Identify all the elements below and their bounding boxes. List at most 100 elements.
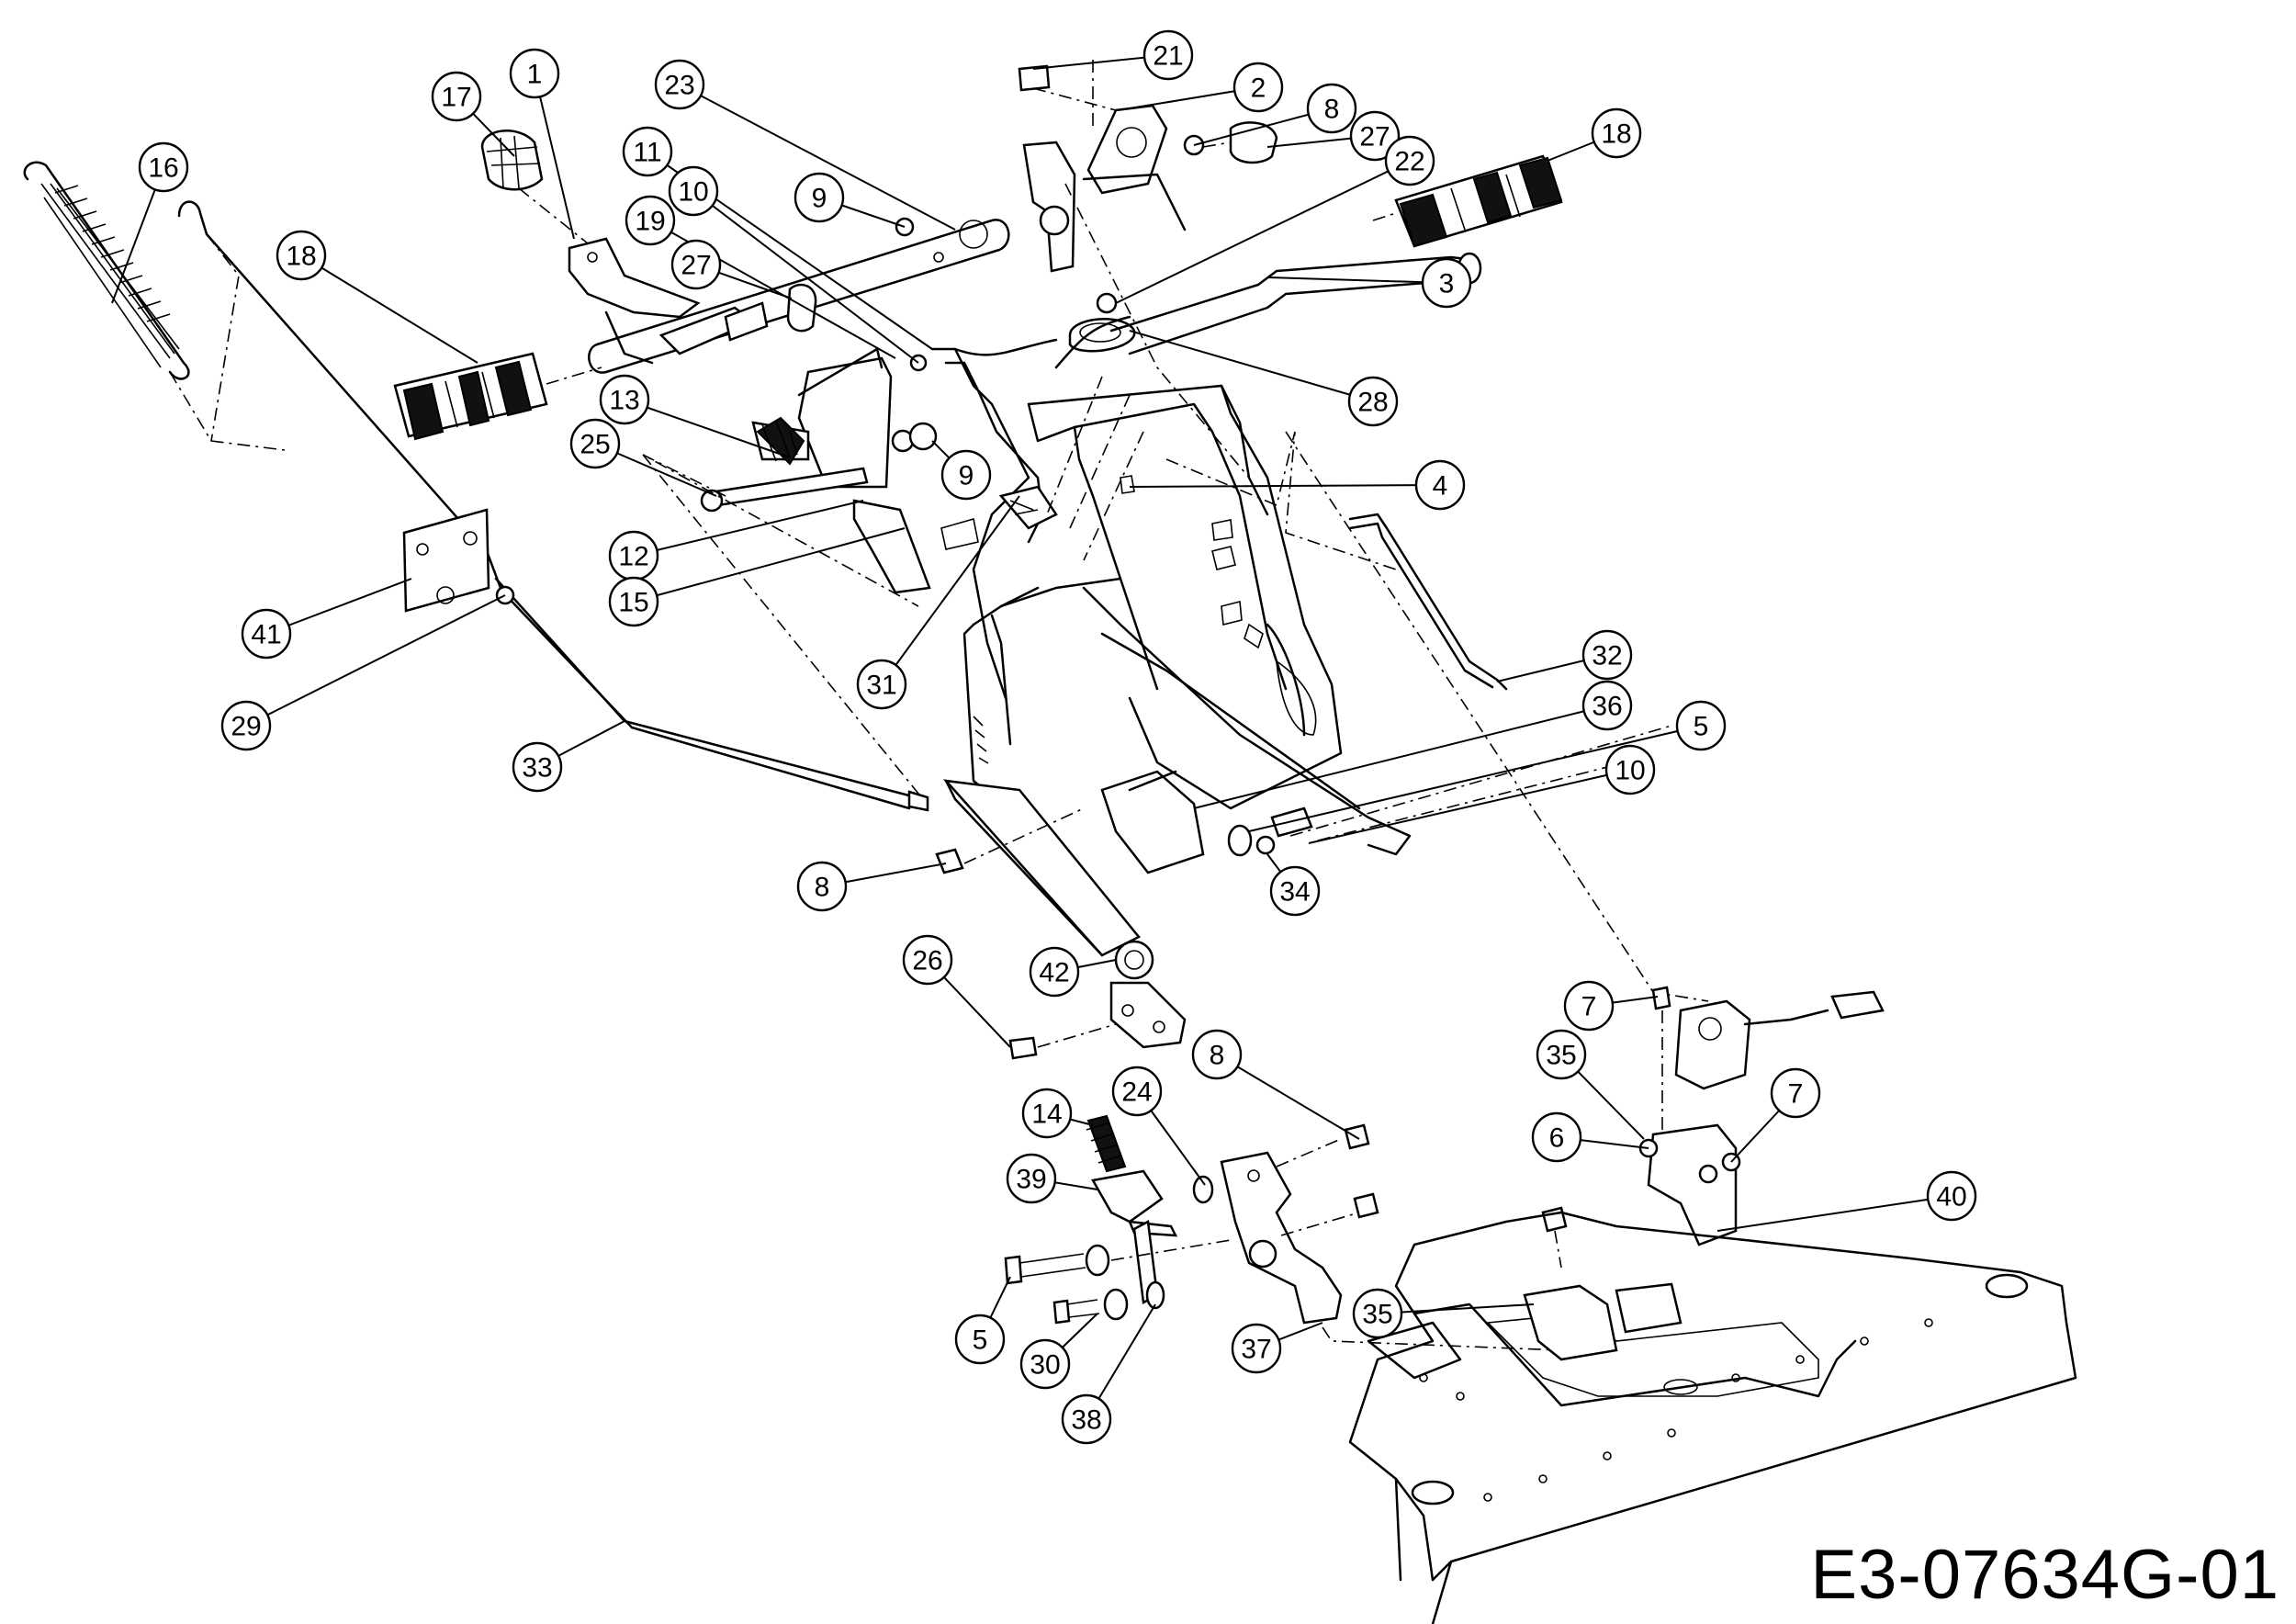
part-callout: 31 bbox=[856, 659, 907, 710]
part-callout: 8 bbox=[1191, 1029, 1243, 1080]
callout-number: 34 bbox=[1279, 877, 1310, 908]
callout-circle bbox=[569, 418, 621, 469]
part-callout: 30 bbox=[1019, 1338, 1071, 1390]
callout-number: 29 bbox=[231, 712, 261, 742]
leader-line bbox=[1129, 484, 1441, 488]
callout-number: 18 bbox=[1601, 119, 1631, 150]
rod-plate-part bbox=[402, 508, 515, 613]
callout-number: 3 bbox=[1439, 269, 1455, 299]
callout-circle bbox=[1006, 1153, 1057, 1204]
main-lever-part bbox=[930, 338, 1058, 700]
callout-circle bbox=[1142, 29, 1194, 81]
callout-circle bbox=[241, 608, 292, 660]
callout-number: 16 bbox=[148, 153, 178, 184]
part-callout: 25 bbox=[569, 418, 621, 469]
callout-number: 23 bbox=[664, 71, 694, 101]
callout-number: 13 bbox=[609, 386, 639, 416]
part-callout: 42 bbox=[1029, 946, 1080, 998]
part-callout: 34 bbox=[1269, 865, 1321, 917]
callout-number: 37 bbox=[1241, 1335, 1271, 1365]
callout-circle bbox=[599, 374, 650, 425]
cable-rod-part bbox=[1285, 431, 1709, 1002]
drawing-reference-code: E3-07634G-01 bbox=[1810, 1536, 2279, 1614]
leader-line bbox=[1377, 1303, 1535, 1314]
leader-line bbox=[265, 578, 412, 635]
leader-line bbox=[534, 73, 575, 240]
callout-number: 9 bbox=[812, 184, 827, 214]
callout-circle bbox=[1111, 1066, 1163, 1117]
callout-circle bbox=[1061, 1393, 1112, 1445]
part-callout: 5 bbox=[1675, 700, 1727, 751]
leader-line bbox=[300, 254, 478, 364]
callout-number: 41 bbox=[251, 620, 281, 650]
part-callout: 16 bbox=[138, 141, 189, 193]
leader-line bbox=[1193, 705, 1608, 809]
leader-line bbox=[1266, 276, 1447, 284]
callout-circle bbox=[512, 741, 563, 793]
callout-number: 2 bbox=[1251, 73, 1266, 104]
handle-tube-part bbox=[588, 217, 1010, 374]
part-callout: 8 bbox=[796, 861, 848, 912]
callout-circle bbox=[1029, 946, 1080, 998]
callout-number: 9 bbox=[959, 461, 974, 491]
leader-line bbox=[245, 594, 506, 727]
leader-line bbox=[679, 84, 956, 231]
part-callout: 29 bbox=[220, 700, 272, 751]
part-callout: 35 bbox=[1352, 1288, 1403, 1339]
callout-circle bbox=[670, 239, 722, 290]
part-callout: 22 bbox=[1384, 135, 1435, 186]
part-callout: 14 bbox=[1021, 1088, 1073, 1139]
callout-circle bbox=[276, 230, 327, 281]
callout-number: 24 bbox=[1121, 1077, 1152, 1108]
part-callout: 26 bbox=[902, 934, 953, 986]
callout-circle bbox=[138, 141, 189, 193]
callout-circle bbox=[1231, 1323, 1282, 1374]
callout-circle bbox=[1770, 1067, 1821, 1119]
callout-circle bbox=[940, 449, 992, 501]
part-callout: 41 bbox=[241, 608, 292, 660]
callout-number: 8 bbox=[815, 873, 830, 903]
callout-circle bbox=[1531, 1111, 1582, 1163]
part-callout: 40 bbox=[1926, 1170, 1977, 1222]
callout-circle bbox=[431, 71, 482, 122]
part-drawings bbox=[23, 60, 2077, 1624]
callout-circle bbox=[796, 861, 848, 912]
part-callout: 17 bbox=[431, 71, 482, 122]
callout-circle bbox=[1347, 376, 1399, 427]
part-callout: 19 bbox=[625, 195, 676, 246]
callout-circle bbox=[1306, 83, 1357, 134]
callout-circle bbox=[1675, 700, 1727, 751]
callout-number: 31 bbox=[866, 671, 896, 701]
knob-part bbox=[480, 130, 589, 244]
callout-number: 4 bbox=[1433, 471, 1448, 502]
leader-line bbox=[881, 495, 1020, 685]
right-handle-tube-part bbox=[1054, 252, 1482, 369]
callout-number: 11 bbox=[633, 138, 661, 168]
part-callout: 23 bbox=[654, 59, 705, 110]
callout-number: 42 bbox=[1039, 958, 1069, 988]
leader-line bbox=[1248, 725, 1702, 832]
part-callout: 27 bbox=[670, 239, 722, 290]
callout-circle bbox=[1563, 980, 1615, 1032]
callout-number: 40 bbox=[1936, 1182, 1966, 1212]
callout-number: 38 bbox=[1071, 1405, 1101, 1436]
callout-number: 19 bbox=[635, 207, 665, 237]
callout-number: 7 bbox=[1788, 1079, 1804, 1110]
callout-number: 28 bbox=[1357, 388, 1388, 418]
part-callout: 7 bbox=[1563, 980, 1615, 1032]
part-callout: 13 bbox=[599, 374, 650, 425]
callout-number: 33 bbox=[522, 753, 552, 784]
callout-circle bbox=[1349, 110, 1401, 162]
callout-circle bbox=[902, 934, 953, 986]
callout-circle bbox=[1352, 1288, 1403, 1339]
callout-number: 10 bbox=[678, 177, 708, 208]
part-callout: 36 bbox=[1581, 680, 1633, 731]
leader-line bbox=[1216, 1054, 1360, 1140]
nut-part bbox=[935, 807, 1085, 874]
callout-circle bbox=[1269, 865, 1321, 917]
callout-number: 35 bbox=[1546, 1041, 1576, 1071]
callout-circle bbox=[1926, 1170, 1977, 1222]
callout-circle bbox=[1021, 1088, 1073, 1139]
part-callout: 38 bbox=[1061, 1393, 1112, 1445]
